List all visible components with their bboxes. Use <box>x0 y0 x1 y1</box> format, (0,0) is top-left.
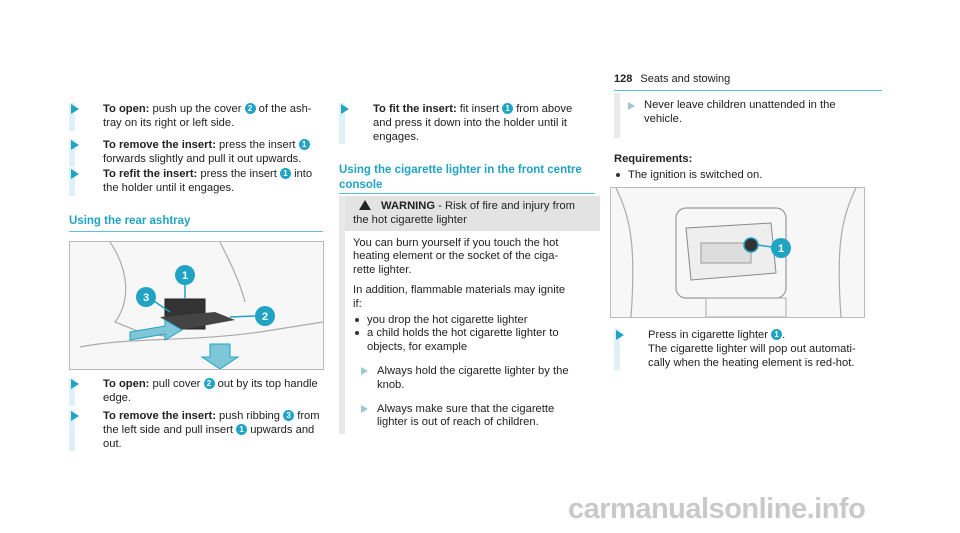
heading-rule <box>69 231 323 232</box>
warning-step-text: Always make sure that the cigarette ligh… <box>377 402 555 429</box>
step-arrow-icon <box>71 379 79 389</box>
callout-badge: 1 <box>298 139 310 150</box>
svg-text:2: 2 <box>262 311 268 323</box>
step-arrow-icon <box>71 140 79 150</box>
step-text: push ribbing <box>215 410 284 422</box>
step-arrow-icon <box>616 330 624 340</box>
step-press-lighter: Press in cigarette lighter 1. The cigare… <box>614 329 878 371</box>
callout-badge: 1 <box>771 329 783 340</box>
step-label: To open: <box>103 103 150 115</box>
warning-step-text: Always hold the cigarette lighter by the… <box>377 364 569 391</box>
callout-badge: 2 <box>203 378 215 389</box>
step-label: To fit the insert: <box>373 103 457 115</box>
step-open-rear: To open: pull cover 2 out by its top han… <box>69 378 328 406</box>
step-arrow-icon <box>361 404 368 413</box>
step-refit-insert: To refit the insert: press the insert 1 … <box>69 168 328 196</box>
step-text: forwards slightly and pull it out upward… <box>103 152 302 165</box>
step-arrow-icon <box>341 104 349 114</box>
warning-paragraph: You can burn yourself if you touch the h… <box>353 236 559 277</box>
warning-title: WARNING <box>381 200 436 212</box>
step-remove-insert: To remove the insert: press the insert 1… <box>69 139 328 167</box>
warning-step: Always make sure that the cigarette ligh… <box>353 403 594 431</box>
step-text: press the insert <box>215 139 299 151</box>
callout-badge: 1 <box>502 103 514 114</box>
step-text: . The cigarette lighter will pop out aut… <box>648 329 856 369</box>
warning-bullet: a child holds the hot cigarette lighter … <box>353 327 594 355</box>
step-text: from the left side and pull insert <box>103 410 320 436</box>
step-label: To open: <box>103 378 150 390</box>
step-text: pull cover <box>149 378 204 390</box>
warning-paragraph: In addition, flammable materials may ign… <box>353 283 566 310</box>
tip-box: Never leave children unattended in the v… <box>614 93 866 138</box>
svg-text:1: 1 <box>778 243 784 255</box>
warning-step: Always hold the cigarette lighter by the… <box>353 365 594 393</box>
rear-ashtray-drawing: 1 2 3 <box>79 241 324 370</box>
heading-rule <box>339 193 595 194</box>
step-arrow-icon <box>71 411 79 421</box>
step-label: To remove the insert: <box>103 139 216 151</box>
requirements-label: Requirements: <box>614 153 693 165</box>
requirement-item: The ignition is switched on. <box>614 169 960 183</box>
watermark: carmanualsonline.info <box>568 493 866 525</box>
step-label: To refit the insert: <box>103 168 198 180</box>
section-heading-rear-ashtray: Using the rear ashtray <box>69 215 191 227</box>
svg-text:1: 1 <box>182 270 188 282</box>
page-header: 128 Seats and stowing <box>614 73 730 87</box>
step-text: from above and press it down into the ho… <box>373 103 573 143</box>
callout-badge: 2 <box>244 103 256 114</box>
step-text: press the insert <box>197 168 280 180</box>
warning-triangle-icon <box>359 200 371 210</box>
section-title: Seats and stowing <box>640 73 731 85</box>
warning-header: WARNING - Risk of fire and injury from t… <box>345 196 600 231</box>
tip-text: Never leave children unattended in the v… <box>644 99 836 125</box>
section-heading-cigarette-lighter: Using the cigarette lighter in the front… <box>339 164 582 191</box>
callout-badge: 1 <box>236 423 248 435</box>
step-remove-rear-insert: To remove the insert: push ribbing 3 fro… <box>69 410 328 452</box>
callout-badge: 1 <box>279 168 291 179</box>
svg-text:3: 3 <box>143 292 149 304</box>
step-text: out by its top handle edge. <box>103 378 318 404</box>
step-text: Press in cigarette lighter <box>648 329 772 341</box>
step-open-front: To open: push up the cover 2 of the ash-… <box>69 103 328 131</box>
step-label: To remove the insert: <box>103 410 216 422</box>
step-arrow-icon <box>71 169 79 179</box>
warning-subtitle: - Risk of fire and injury from the hot c… <box>353 200 575 226</box>
step-text: into the holder until it engages. <box>103 168 313 194</box>
step-arrow-icon <box>628 102 635 110</box>
cigarette-lighter-drawing: 1 <box>615 187 857 318</box>
warning-bullet: you drop the hot cigarette lighter <box>353 314 594 328</box>
step-text: fit insert <box>456 103 503 115</box>
warning-box: WARNING - Risk of fire and injury from t… <box>339 196 600 434</box>
step-fit-insert: To fit the insert: fit insert 1 from abo… <box>339 103 598 145</box>
header-rule <box>614 90 882 91</box>
step-arrow-icon <box>361 366 368 375</box>
cigarette-lighter-illustration: 1 <box>610 187 865 318</box>
step-text: push up the cover <box>149 103 245 115</box>
rear-ashtray-illustration: 1 2 3 <box>69 241 324 370</box>
page-number: 128 <box>614 73 633 85</box>
step-text: of the ash- tray on its right or left si… <box>103 103 312 129</box>
callout-badge: 3 <box>283 410 295 421</box>
step-text: upwards and out. <box>103 423 315 450</box>
step-arrow-icon <box>71 104 79 114</box>
